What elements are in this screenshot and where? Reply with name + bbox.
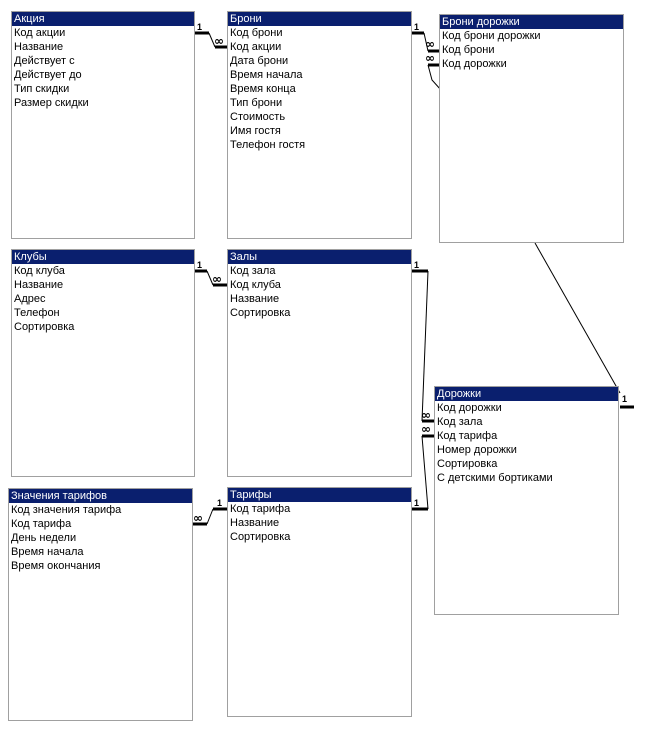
field-item[interactable]: Действует до — [14, 69, 82, 81]
field-item[interactable]: Сортировка — [14, 321, 75, 333]
table-title[interactable]: Тарифы — [228, 488, 411, 502]
field-item[interactable]: Время начала — [11, 546, 84, 558]
field-item[interactable]: Код тарифа — [230, 503, 291, 515]
relation-akciya-broni: 1 ∞ — [195, 22, 229, 49]
card-one-broni: 1 — [414, 22, 419, 32]
field-item[interactable]: Код тарифа — [437, 430, 498, 442]
card-many-znacheniya: ∞ — [193, 511, 203, 525]
card-one-dorozhki: 1 — [622, 394, 627, 404]
field-item[interactable]: Код значения тарифа — [11, 504, 122, 516]
table-title[interactable]: Значения тарифов — [9, 489, 192, 503]
relation-kluby-zaly: 1 ∞ — [195, 260, 229, 287]
field-item[interactable]: Код дорожки — [442, 58, 507, 70]
field-item[interactable]: Код брони — [230, 27, 283, 39]
field-item[interactable]: Название — [14, 279, 64, 291]
relation-zaly-dorozhki: 1 ∞ — [412, 260, 436, 423]
field-item[interactable]: Код акции — [230, 41, 282, 53]
field-item[interactable]: Дата брони — [230, 55, 289, 67]
field-item[interactable]: День недели — [11, 532, 77, 544]
card-many-bronidorozhki-2: ∞ — [425, 51, 435, 65]
field-item[interactable]: Код дорожки — [437, 402, 502, 414]
field-item[interactable]: Код клуба — [230, 279, 281, 291]
field-item[interactable]: Код акции — [14, 27, 66, 39]
card-one-kluby: 1 — [197, 260, 202, 270]
table-title[interactable]: Акция — [12, 12, 194, 26]
field-item[interactable]: С детскими бортиками — [437, 472, 553, 484]
table-title[interactable]: Залы — [228, 250, 411, 264]
table-title[interactable]: Брони дорожки — [440, 15, 623, 29]
field-item[interactable]: Действует с — [14, 55, 75, 67]
card-many-broni: ∞ — [214, 34, 224, 48]
relation-tarify-znacheniya: ∞ 1 — [193, 498, 229, 526]
field-item[interactable]: Тип брони — [230, 97, 283, 109]
card-many-zaly: ∞ — [212, 272, 222, 286]
field-item[interactable]: Сортировка — [437, 458, 498, 470]
field-item[interactable]: Имя гостя — [230, 125, 281, 137]
field-item[interactable]: Сортировка — [230, 307, 291, 319]
table-title[interactable]: Клубы — [12, 250, 194, 264]
field-item[interactable]: Время начала — [230, 69, 303, 81]
field-item[interactable]: Код зала — [437, 416, 483, 428]
field-item[interactable]: Название — [230, 293, 280, 305]
field-item[interactable]: Код брони — [442, 44, 495, 56]
table-title[interactable]: Брони — [228, 12, 411, 26]
card-one-tarify-2: 1 — [414, 498, 419, 508]
field-item[interactable]: Телефон — [14, 307, 60, 319]
field-item[interactable]: Код тарифа — [11, 518, 72, 530]
field-item[interactable]: Тип скидки — [14, 83, 70, 95]
field-item[interactable]: Время окончания — [11, 560, 101, 572]
card-one-zaly: 1 — [414, 260, 419, 270]
field-item[interactable]: Сортировка — [230, 531, 291, 543]
field-item[interactable]: Название — [230, 517, 280, 529]
field-item[interactable]: Код клуба — [14, 265, 65, 277]
card-one-tarify: 1 — [217, 498, 222, 508]
card-one-akciya: 1 — [197, 22, 202, 32]
field-item[interactable]: Код зала — [230, 265, 276, 277]
card-many-dorozhki-2: ∞ — [421, 422, 431, 436]
field-item[interactable]: Код брони дорожки — [442, 30, 541, 42]
field-item[interactable]: Номер дорожки — [437, 444, 517, 456]
field-item[interactable]: Размер скидки — [14, 97, 89, 109]
table-title[interactable]: Дорожки — [435, 387, 618, 401]
field-item[interactable]: Название — [14, 41, 64, 53]
field-item[interactable]: Адрес — [14, 293, 46, 305]
field-item[interactable]: Стоимость — [230, 111, 286, 123]
field-item[interactable]: Время конца — [230, 83, 296, 95]
field-item[interactable]: Телефон гостя — [230, 139, 306, 151]
relation-broni-bronidorozhki: 1 ∞ — [412, 22, 441, 53]
relation-tarify-dorozhki: 1 ∞ — [412, 422, 436, 511]
card-many-dorozhki: ∞ — [421, 408, 431, 422]
card-many-bronidorozhki: ∞ — [425, 37, 435, 51]
